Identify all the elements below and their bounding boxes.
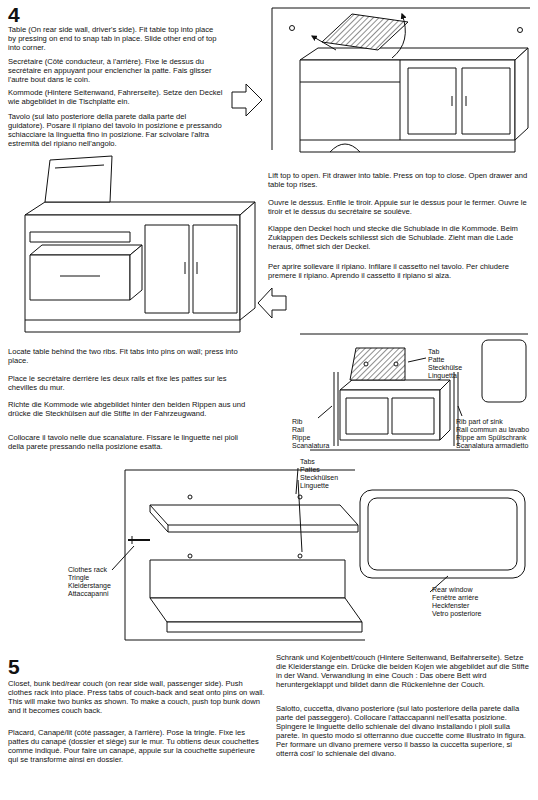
callout-label: Rail	[292, 426, 304, 434]
instruction-text: Table (On rear side wall, driver's side)…	[8, 26, 223, 53]
step-number: 5	[8, 656, 20, 677]
callout-label: Clothes rack	[68, 566, 107, 574]
leader-line	[298, 480, 302, 552]
callout-label: Scanalatura	[292, 442, 329, 450]
hollow-arrow	[232, 84, 262, 116]
instruction-text: Place le secrétaire derrière les deux ra…	[8, 375, 250, 393]
leader-line	[408, 358, 426, 362]
callout-label: Kleiderstange	[68, 582, 111, 590]
callout-label: Fenêtre arrière	[432, 594, 478, 602]
hollow-arrow	[258, 288, 286, 318]
instruction-text: Richte die Kommode wie abgebildet hinter…	[8, 401, 250, 419]
instruction-text: Collocare il tavolo nelle due scanalatur…	[8, 434, 250, 452]
instruction-text: Schrank und Kojenbett/couch (Hintere Sei…	[276, 654, 532, 690]
drawer-figure	[25, 156, 255, 332]
step-number: 4	[8, 4, 20, 25]
callout-label: Rail commun au lavabo	[456, 426, 529, 434]
leader-line	[112, 546, 134, 570]
instruction-text: Salotto, cuccetta, divano posteriore (su…	[276, 705, 532, 759]
leader-line	[318, 406, 332, 418]
callout-label: Tabs	[300, 458, 315, 466]
instruction-text: Kommode (Hintere Seitenwand, Fahrerseite…	[8, 89, 223, 107]
callout-label: Patte	[428, 356, 444, 364]
callout-label: Linguetta	[428, 372, 457, 380]
leader-line	[458, 406, 462, 416]
instruction-text: Secrétaire (Côté conducteur, à l'arrière…	[8, 58, 223, 85]
instruction-text: Closet, bunk bed/rear couch (on rear sid…	[8, 680, 266, 716]
callout-label: Heckfenster	[432, 602, 469, 610]
callout-label: Linguette	[300, 482, 329, 490]
callout-label: Tab	[428, 348, 439, 356]
instruction-text: Ouvre le dessus. Enfile le tiroir. Appui…	[268, 199, 530, 217]
callout-label: Rippe am Spülschrank	[456, 434, 526, 442]
callout-label: Tringle	[68, 574, 89, 582]
bunk-figure	[112, 468, 525, 640]
callout-label: Rippe	[292, 434, 310, 442]
callout-label: Vetro posteriore	[432, 610, 481, 618]
instruction-text: Lift top to open. Fit drawer into table.…	[268, 172, 530, 190]
callout-label: Scanalatura armadietto	[456, 442, 528, 450]
instruction-text: Placard, Canapé/lit (côté passager, à l'…	[8, 729, 266, 765]
instruction-text: Per aprire sollevare il ripiano. Infilar…	[268, 263, 530, 281]
callout-label: Steckhülse	[428, 364, 462, 372]
callout-label: Attaccapanni	[68, 590, 108, 598]
instruction-text: Locate table behind the two ribs. Fit ta…	[8, 348, 250, 366]
instruction-text: Klappe den Deckel hoch und stecke die Sc…	[268, 225, 530, 252]
callout-label: Pattes	[300, 466, 320, 474]
callout-label: Rear window	[432, 586, 472, 594]
instruction-text: Tavolo (sul lato posteriore della parete…	[8, 113, 223, 149]
callout-label: Rib part of sink	[456, 418, 503, 426]
callout-label: Rib	[292, 418, 303, 426]
table-top-figure	[272, 8, 530, 152]
callout-label: Steckhülsen	[300, 474, 338, 482]
